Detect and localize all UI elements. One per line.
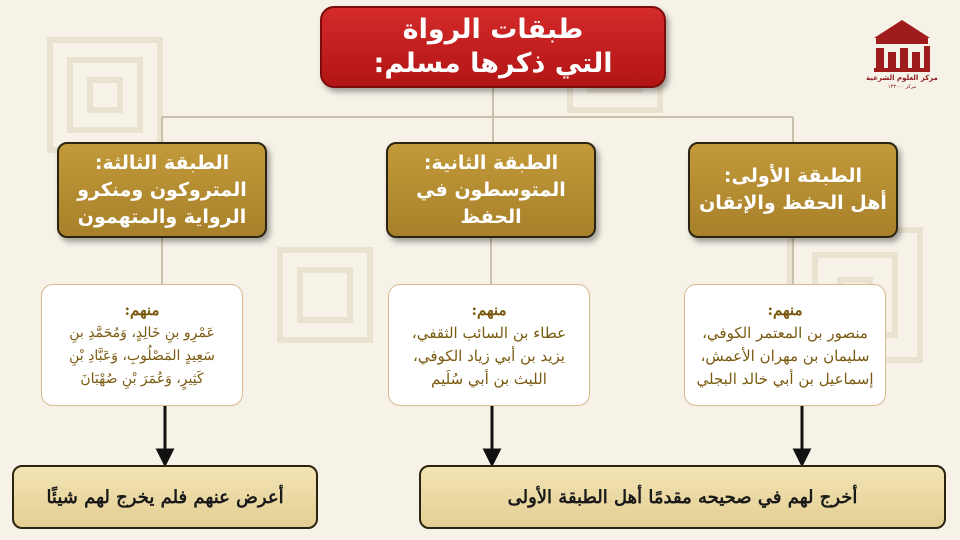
tier-2-label: الطبقة الثانية: bbox=[423, 151, 559, 174]
diagram-title: طبقات الرواة التي ذكرها مسلم: bbox=[320, 6, 666, 88]
result-included-box: أخرج لهم في صحيحه مقدمًا أهل الطبقة الأو… bbox=[419, 465, 946, 529]
tier-3-description: المتروكون ومنكرو الرواية والمتهمون bbox=[77, 178, 247, 228]
narrator-line: سَعِيدٍ المَصْلُوبِ، وَعَبَّادِ بْنِ bbox=[69, 348, 215, 364]
narrator-line: الليث بن أبي سُلَيم bbox=[431, 370, 547, 388]
logo-name: مركز العلوم الشرعية bbox=[866, 74, 938, 82]
tier-1-description: أهل الحفظ والإتقان bbox=[699, 192, 887, 214]
tier-1-box: الطبقة الأولى: أهل الحفظ والإتقان bbox=[688, 142, 898, 238]
tier-1-narrators-box: منهم: منصور بن المعتمر الكوفي، سليمان بن… bbox=[684, 284, 886, 406]
title-line-1: طبقات الرواة bbox=[402, 14, 584, 45]
narrator-line: منصور بن المعتمر الكوفي، bbox=[702, 324, 868, 342]
tier-2-description: المتوسطون في الحفظ bbox=[416, 178, 566, 228]
brand-logo: مركز العلوم الشرعية مركز ١٣٣٠٠٠ bbox=[864, 18, 940, 94]
result-excluded-text: أعرض عنهم فلم يخرج لهم شيئًا bbox=[46, 486, 284, 508]
result-excluded-box: أعرض عنهم فلم يخرج لهم شيئًا bbox=[12, 465, 318, 529]
tier-3-narrators-heading: منهم: bbox=[124, 301, 160, 319]
tier-2-narrators-heading: منهم: bbox=[471, 301, 507, 319]
tier-3-box: الطبقة الثالثة: المتروكون ومنكرو الرواية… bbox=[57, 142, 267, 238]
tier-2-narrators-box: منهم: عطاء بن السائب الثقفي، يزيد بن أبي… bbox=[388, 284, 590, 406]
narrator-line: إسماعيل بن أبي خالد البجلي bbox=[696, 370, 874, 388]
narrator-line: كَثِيرٍ، وَعُمَرَ بْنِ صُهْبَانَ bbox=[80, 371, 204, 387]
narrator-line: عَمْرِو بنِ خَالِدٍ، وَمُحَمَّدِ بنِ bbox=[69, 325, 215, 341]
title-line-2: التي ذكرها مسلم: bbox=[373, 48, 613, 79]
tier-1-label: الطبقة الأولى: bbox=[723, 165, 863, 187]
tier-2-box: الطبقة الثانية: المتوسطون في الحفظ bbox=[386, 142, 596, 238]
result-included-text: أخرج لهم في صحيحه مقدمًا أهل الطبقة الأو… bbox=[507, 486, 858, 508]
logo-subtext: مركز ١٣٣٠٠٠ bbox=[887, 84, 917, 90]
tier-1-narrators-heading: منهم: bbox=[767, 301, 803, 319]
narrator-line: سليمان بن مهران الأعمش، bbox=[700, 347, 870, 365]
narrator-line: عطاء بن السائب الثقفي، bbox=[411, 324, 567, 342]
narrator-line: يزيد بن أبي زياد الكوفي، bbox=[413, 347, 565, 365]
logo-mark-icon bbox=[874, 20, 930, 72]
tier-3-label: الطبقة الثالثة: bbox=[94, 151, 230, 174]
tier-3-narrators-box: منهم: عَمْرِو بنِ خَالِدٍ، وَمُحَمَّدِ ب… bbox=[41, 284, 243, 406]
